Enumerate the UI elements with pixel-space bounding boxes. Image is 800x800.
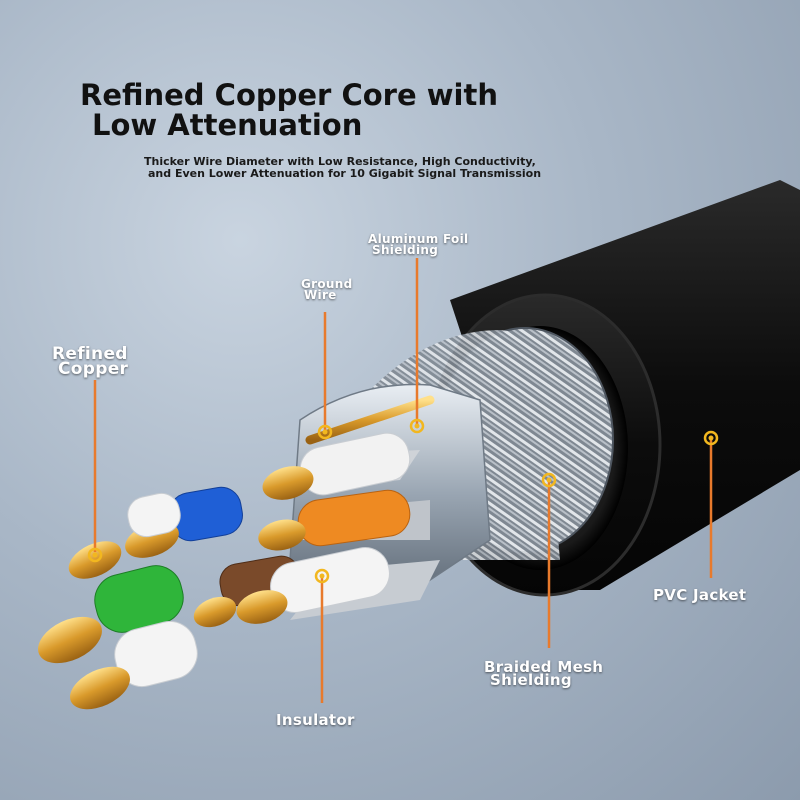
subheadline-line-2: and Even Lower Attenuation for 10 Gigabi…: [148, 167, 542, 180]
label-insulator: Insulator: [276, 711, 355, 729]
marker-pvc-jacket: [703, 430, 719, 446]
wire-green: [38, 565, 184, 664]
headline-line-1: Refined Copper Core with: [80, 78, 498, 112]
label-refined-copper-line-1: Refined: [52, 344, 128, 364]
marker-ground-wire: [317, 424, 333, 440]
wire-white-bottom: [70, 620, 198, 710]
label-ground-wire-line-2: Wire: [304, 288, 337, 302]
leader-lines: [93, 258, 713, 703]
wire-white-left: [68, 492, 181, 579]
marker-braided-mesh: [541, 472, 557, 488]
copper-strands-white-upper: [262, 466, 314, 500]
marker-insulator: [314, 568, 330, 584]
label-braided-mesh-line-1: Braided Mesh: [484, 658, 604, 676]
label-ground-wire-line-1: Ground: [301, 277, 353, 291]
label-braided-mesh-line-2: Shielding: [490, 671, 572, 689]
label-aluminum-foil-line-1: Aluminum Foil: [368, 232, 469, 246]
subheadline-line-1: Thicker Wire Diameter with Low Resistanc…: [144, 155, 536, 168]
headline-line-2: Low Attenuation: [92, 108, 363, 142]
label-aluminum-foil-line-2: Shielding: [372, 243, 439, 257]
label-refined-copper-line-2: Copper: [58, 359, 129, 379]
marker-aluminum-foil: [409, 418, 425, 434]
markers: [87, 418, 719, 584]
wire-white-upper: [262, 432, 420, 500]
marker-refined-copper: [87, 547, 103, 563]
label-pvc-jacket: PVC Jacket: [653, 586, 747, 604]
wire-orange: [258, 489, 430, 551]
